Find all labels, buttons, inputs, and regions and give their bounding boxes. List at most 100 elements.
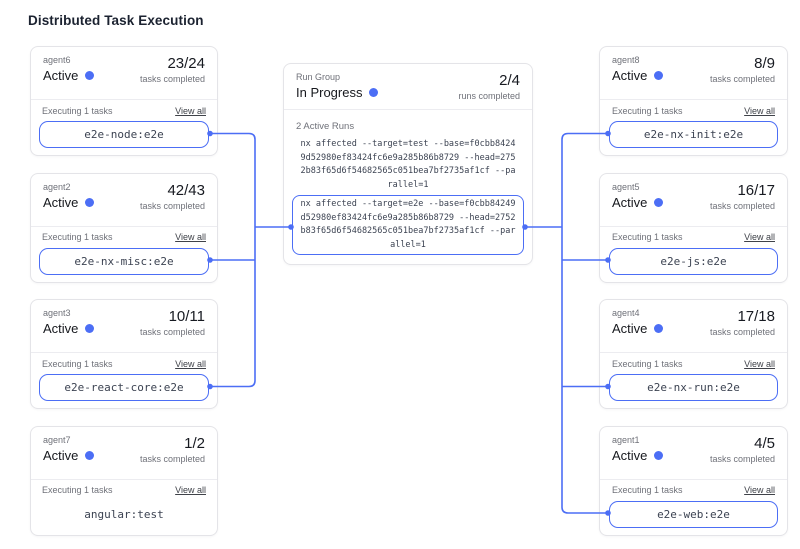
agent-card-agent6: agent6 Active 23/24 tasks completed Exec… <box>30 46 218 156</box>
task-pill[interactable]: angular:test <box>39 500 209 528</box>
agent-status: Active <box>612 194 648 210</box>
runs-count: 2/4 <box>499 72 520 89</box>
status-dot-icon <box>654 450 664 460</box>
run-group-body: 2 Active Runs nx affected --target=test … <box>284 110 532 255</box>
agent-card-header: agent5 Active 16/17 tasks completed <box>600 174 787 227</box>
task-pill[interactable]: e2e-nx-run:e2e <box>609 374 778 401</box>
agent-card-header: agent2 Active 42/43 tasks completed <box>31 174 217 227</box>
tasks-count-label: tasks completed <box>139 74 205 84</box>
status-dot-icon <box>369 88 379 97</box>
task-pill[interactable]: e2e-nx-misc:e2e <box>39 247 209 275</box>
executing-label: Executing 1 tasks <box>42 358 113 369</box>
agent-name: agent2 <box>43 181 71 192</box>
agent-card-footer: Executing 1 tasks View all e2e-web:e2e <box>600 480 787 528</box>
tasks-count: 4/5 <box>754 434 775 452</box>
agent-card-footer: Executing 1 tasks View all e2e-nx-init:e… <box>600 100 787 148</box>
view-all-link[interactable]: View all <box>744 105 775 116</box>
view-all-link[interactable]: View all <box>744 485 775 495</box>
agent-card-agent2: agent2 Active 42/43 tasks completed Exec… <box>30 172 218 283</box>
task-pill[interactable]: e2e-nx-init:e2e <box>609 121 778 148</box>
agent-status: Active <box>43 447 79 463</box>
tasks-count-label: tasks completed <box>139 327 205 337</box>
agent-card-agent5: agent5 Active 16/17 tasks completed Exec… <box>599 172 788 283</box>
tasks-count-label: tasks completed <box>139 200 205 211</box>
agent-status: Active <box>43 68 79 83</box>
executing-label: Executing 1 tasks <box>612 105 683 116</box>
runs-count-label: runs completed <box>458 91 520 101</box>
tasks-count: 8/9 <box>754 55 775 72</box>
status-dot-icon <box>85 197 95 207</box>
agent-card-footer: Executing 1 tasks View all angular:test <box>31 480 217 528</box>
task-pill[interactable]: e2e-web:e2e <box>609 500 778 528</box>
run-command[interactable]: nx affected --target=test --base=f0cbb84… <box>300 139 516 190</box>
agent-card-footer: Executing 1 tasks View all e2e-nx-misc:e… <box>31 227 217 275</box>
agent-card-agent8: agent8 Active 8/9 tasks completed Execut… <box>599 46 788 156</box>
executing-label: Executing 1 tasks <box>612 232 683 242</box>
task-pill[interactable]: e2e-react-core:e2e <box>39 374 209 401</box>
status-dot-icon <box>654 197 664 207</box>
agent-card-footer: Executing 1 tasks View all e2e-js:e2e <box>600 227 787 275</box>
view-all-link[interactable]: View all <box>175 485 206 495</box>
agent-card-footer: Executing 1 tasks View all e2e-react-cor… <box>31 353 217 401</box>
task-pill[interactable]: e2e-node:e2e <box>39 121 209 148</box>
tasks-count: 16/17 <box>737 181 775 199</box>
tasks-count-label: tasks completed <box>709 200 775 211</box>
tasks-count-label: tasks completed <box>139 453 205 464</box>
tasks-count: 17/18 <box>737 308 775 325</box>
tasks-count: 23/24 <box>167 55 205 72</box>
run-group-label: Run Group <box>296 72 341 82</box>
status-dot-icon <box>85 450 95 460</box>
agent-name: agent1 <box>612 434 640 445</box>
view-all-link[interactable]: View all <box>744 232 775 242</box>
executing-label: Executing 1 tasks <box>42 485 113 495</box>
status-dot-icon <box>654 71 664 80</box>
view-all-link[interactable]: View all <box>744 358 775 369</box>
agent-name: agent5 <box>612 181 640 192</box>
agent-card-footer: Executing 1 tasks View all e2e-node:e2e <box>31 100 217 148</box>
tasks-count: 10/11 <box>168 308 205 325</box>
agent-name: agent4 <box>612 308 640 318</box>
agent-card-header: agent4 Active 17/18 tasks completed <box>600 300 787 353</box>
status-dot-icon <box>85 324 95 333</box>
run-group-card: Run Group In Progress 2/4 runs completed… <box>283 63 533 265</box>
tasks-count-label: tasks completed <box>709 453 775 464</box>
agent-status: Active <box>612 447 648 463</box>
agent-name: agent8 <box>612 55 640 65</box>
agent-name: agent3 <box>43 308 71 318</box>
run-group-status: In Progress <box>296 85 363 100</box>
agent-card-agent7: agent7 Active 1/2 tasks completed Execut… <box>30 425 218 536</box>
agent-card-agent1: agent1 Active 4/5 tasks completed Execut… <box>599 425 788 536</box>
tasks-count-label: tasks completed <box>709 327 775 337</box>
active-runs-label: 2 Active Runs <box>296 121 355 132</box>
agent-card-header: agent1 Active 4/5 tasks completed <box>600 427 787 480</box>
agent-card-header: agent6 Active 23/24 tasks completed <box>31 47 217 100</box>
agent-card-header: agent7 Active 1/2 tasks completed <box>31 427 217 480</box>
agent-status: Active <box>43 321 79 336</box>
agent-status: Active <box>43 194 79 210</box>
agent-card-header: agent8 Active 8/9 tasks completed <box>600 47 787 100</box>
view-all-link[interactable]: View all <box>175 105 206 116</box>
agent-status: Active <box>612 68 648 83</box>
tasks-count: 42/43 <box>167 181 205 199</box>
run-command-highlighted[interactable]: nx affected --target=e2e --base=f0cbb842… <box>292 195 524 255</box>
status-dot-icon <box>654 324 664 333</box>
page-title: Distributed Task Execution <box>28 13 204 28</box>
view-all-link[interactable]: View all <box>175 232 206 242</box>
agent-card-footer: Executing 1 tasks View all e2e-nx-run:e2… <box>600 353 787 401</box>
executing-label: Executing 1 tasks <box>42 105 113 116</box>
view-all-link[interactable]: View all <box>175 358 206 369</box>
tasks-count: 1/2 <box>184 434 205 452</box>
task-pill[interactable]: e2e-js:e2e <box>609 247 778 275</box>
agent-name: agent7 <box>43 434 71 445</box>
status-dot-icon <box>85 71 95 80</box>
tasks-count-label: tasks completed <box>709 74 775 84</box>
run-group-header: Run Group In Progress 2/4 runs completed <box>284 64 532 110</box>
executing-label: Executing 1 tasks <box>612 358 683 369</box>
agent-card-agent3: agent3 Active 10/11 tasks completed Exec… <box>30 299 218 409</box>
agent-card-header: agent3 Active 10/11 tasks completed <box>31 300 217 353</box>
agent-card-agent4: agent4 Active 17/18 tasks completed Exec… <box>599 299 788 409</box>
agent-name: agent6 <box>43 55 71 65</box>
executing-label: Executing 1 tasks <box>612 485 683 495</box>
executing-label: Executing 1 tasks <box>42 232 113 242</box>
